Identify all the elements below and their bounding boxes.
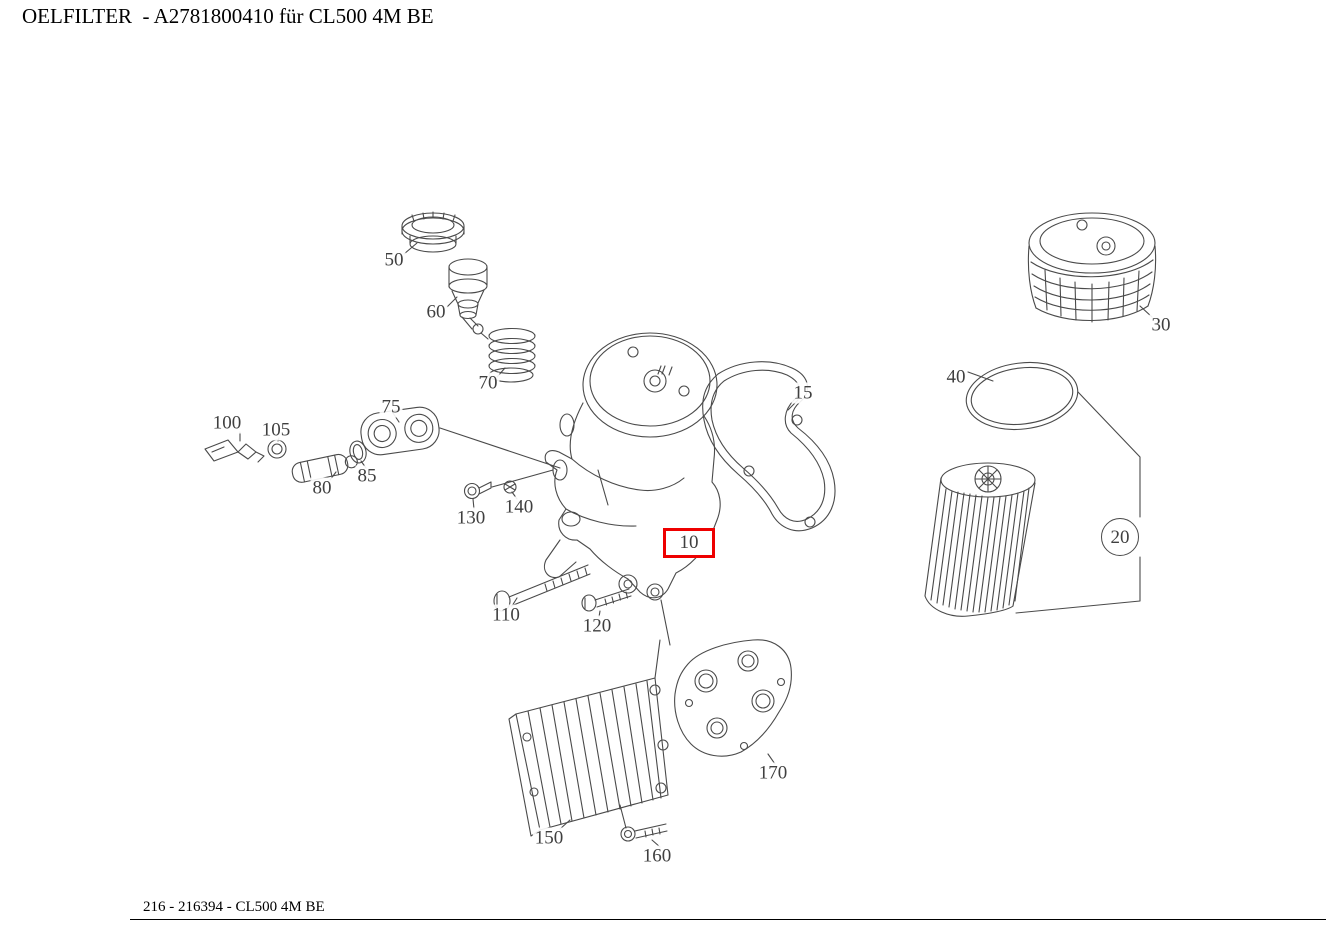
part-label-70[interactable]: 70	[476, 372, 500, 394]
part-160-bolt-drawing	[619, 804, 668, 842]
part-label-170[interactable]: 170	[756, 762, 790, 784]
part-100-sensor-drawing	[204, 439, 265, 463]
part-label-75[interactable]: 75	[379, 396, 403, 418]
part-120-bolt-drawing	[581, 588, 632, 612]
part-label-85[interactable]: 85	[355, 465, 379, 487]
part-75-bracket-drawing	[360, 406, 561, 469]
part-label-150[interactable]: 150	[532, 827, 566, 849]
part-130-plug-drawing	[463, 481, 492, 500]
part-label-160[interactable]: 160	[640, 845, 674, 867]
part-label-105[interactable]: 105	[259, 419, 293, 441]
part-110-bolt-drawing	[493, 564, 591, 612]
part-label-140[interactable]: 140	[502, 496, 536, 518]
selected-part-highlight[interactable]: 10	[663, 528, 715, 558]
part-label-110[interactable]: 110	[490, 604, 522, 626]
part-10-housing-drawing	[491, 332, 721, 601]
part-label-130[interactable]: 130	[454, 507, 488, 529]
part-50-cap-drawing	[401, 211, 465, 253]
selected-part-label: 10	[679, 532, 699, 553]
part-label-20[interactable]: 20	[1101, 518, 1139, 556]
part-20-filter-element-drawing	[924, 391, 1141, 617]
part-label-80[interactable]: 80	[310, 477, 334, 499]
part-170-gasket-plate-drawing	[674, 639, 792, 757]
part-label-60[interactable]: 60	[424, 301, 448, 323]
part-85-ring-drawing	[349, 440, 367, 464]
footer-text: 216 - 216394 - CL500 4M BE	[143, 899, 325, 915]
part-label-100[interactable]: 100	[210, 412, 244, 434]
part-30-cap-drawing	[1027, 212, 1157, 323]
part-60-valve-drawing	[448, 258, 489, 340]
footer-rule	[130, 919, 1326, 920]
part-label-40[interactable]: 40	[944, 366, 968, 388]
part-40-oring-drawing	[965, 361, 1079, 431]
page-title: OELFILTER - A2781800410 für CL500 4M BE	[22, 4, 434, 28]
part-label-30[interactable]: 30	[1149, 314, 1173, 336]
part-140-clip-drawing	[503, 480, 517, 494]
part-label-120[interactable]: 120	[580, 615, 614, 637]
part-label-50[interactable]: 50	[382, 249, 406, 271]
part-label-15[interactable]: 15	[791, 382, 815, 404]
